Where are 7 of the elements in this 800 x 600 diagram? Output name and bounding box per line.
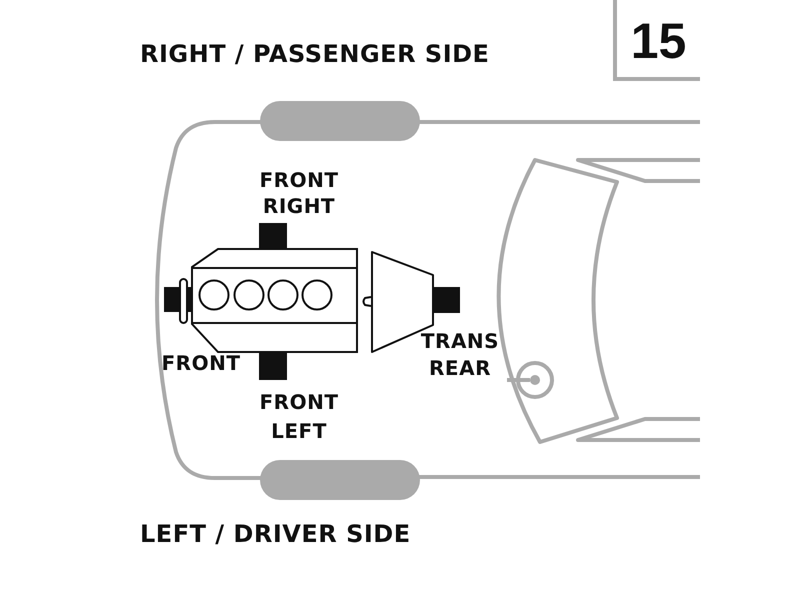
side-label: LEFT / DRIVER SIDE: [140, 519, 411, 549]
side-label: RIGHT / PASSENGER SIDE: [140, 39, 490, 69]
mount-label: FRONT: [162, 350, 240, 376]
mount-label: FRONT RIGHT: [260, 167, 338, 219]
page-number: 15: [613, 0, 700, 81]
mount-label: FRONT LEFT: [260, 389, 338, 445]
mount-label: TRANS REAR: [420, 328, 500, 382]
